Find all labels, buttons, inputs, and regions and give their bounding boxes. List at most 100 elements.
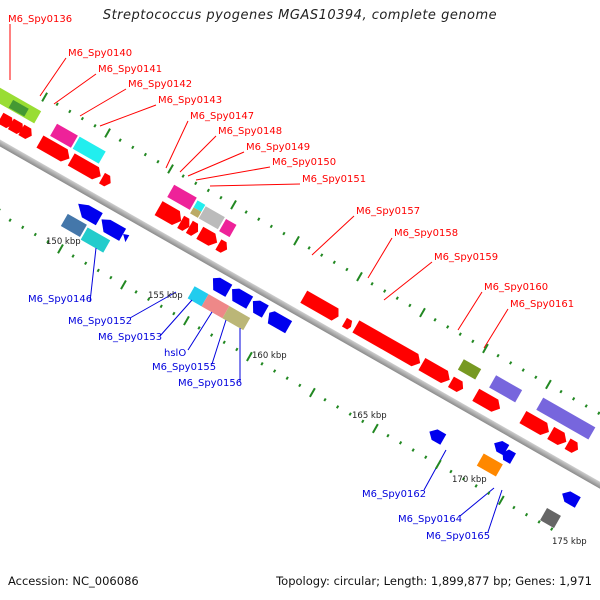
- gene-label[interactable]: M6_Spy0142: [128, 79, 192, 90]
- gene-arrow[interactable]: [0, 112, 16, 130]
- gene-label[interactable]: M6_Spy0160: [484, 282, 548, 293]
- minor-tick: [219, 195, 223, 200]
- gene-M6_Spy0143[interactable]: [67, 153, 104, 182]
- gene-arrow[interactable]: [341, 317, 354, 331]
- gene-purple[interactable]: [489, 375, 523, 403]
- gene-label[interactable]: hslO: [164, 348, 186, 359]
- gene-M6_Spy0148[interactable]: [193, 200, 206, 212]
- major-tick: [57, 244, 64, 254]
- minor-tick: [597, 411, 600, 415]
- gene-label[interactable]: M6_Spy0155: [152, 362, 216, 373]
- gene-label[interactable]: M6_Spy0152: [68, 316, 132, 327]
- gene-arrow[interactable]: [18, 124, 34, 141]
- minor-tick: [269, 224, 273, 229]
- gene-arrow[interactable]: [99, 172, 114, 188]
- gene-orange[interactable]: [476, 453, 503, 477]
- gene-M6_Spy0140[interactable]: [50, 123, 78, 148]
- gene-label[interactable]: M6_Spy0141: [98, 64, 162, 75]
- major-tick: [120, 279, 127, 290]
- minor-tick: [345, 267, 349, 272]
- leader-line: [195, 166, 271, 181]
- gene-arrow[interactable]: [73, 200, 103, 226]
- gene-M6_Spy0165[interactable]: [500, 447, 516, 464]
- gene-arrow[interactable]: [447, 376, 466, 394]
- gene-M6_Spy0158[interactable]: [352, 320, 423, 369]
- gene-gray[interactable]: [540, 507, 561, 529]
- minor-tick: [512, 505, 516, 510]
- gene-label[interactable]: M6_Spy0157: [356, 206, 420, 217]
- gene-label[interactable]: M6_Spy0158: [394, 228, 458, 239]
- scale-label: 175 kbp: [552, 537, 587, 547]
- gene-arrow[interactable]: [196, 226, 220, 249]
- gene-M6_Spy0162[interactable]: [426, 426, 447, 445]
- gene-label[interactable]: M6_Spy0165: [426, 531, 490, 542]
- minor-tick: [408, 303, 412, 308]
- gene-M6_Spy0160[interactable]: [457, 359, 482, 380]
- gene-M6_Spy0150[interactable]: [198, 206, 225, 230]
- gene-label[interactable]: M6_Spy0164: [398, 514, 462, 525]
- major-tick: [230, 199, 237, 210]
- minor-tick: [320, 253, 324, 257]
- gene-M6_Spy0159[interactable]: [418, 357, 453, 386]
- gene-arrow[interactable]: [177, 215, 193, 233]
- gene-label[interactable]: M6_Spy0149: [246, 142, 310, 153]
- minor-tick: [46, 239, 50, 244]
- gene-label[interactable]: M6_Spy0136: [8, 14, 72, 25]
- gene-M6_Spy0153[interactable]: [201, 294, 230, 319]
- gene-M6_Spy0151[interactable]: [219, 218, 237, 238]
- minor-tick: [93, 124, 97, 128]
- minor-tick: [55, 102, 59, 107]
- gene-label[interactable]: M6_Spy0156: [178, 378, 242, 389]
- map-title: Streptococcus pyogenes MGAS10394, comple…: [102, 8, 498, 23]
- gene-arrow[interactable]: [185, 220, 202, 238]
- gene-M6_Spy0146b[interactable]: [80, 227, 111, 253]
- gene-arrow[interactable]: [264, 309, 293, 334]
- gene-arrow[interactable]: [97, 216, 127, 241]
- gene-M6_Spy0149[interactable]: [190, 207, 202, 218]
- minor-tick: [156, 159, 160, 164]
- gene-label[interactable]: M6_Spy0162: [362, 489, 426, 500]
- gene-purple[interactable]: [536, 397, 596, 440]
- gene-M6_Spy0147[interactable]: [167, 184, 197, 210]
- gene-arrow[interactable]: [564, 438, 581, 455]
- major-tick: [309, 387, 316, 398]
- gene-label[interactable]: M6_Spy0150: [272, 157, 336, 168]
- gene-arrow[interactable]: [120, 232, 130, 243]
- minor-tick: [335, 405, 340, 409]
- gene-arrow[interactable]: [519, 410, 552, 438]
- gene-arrow[interactable]: [547, 426, 570, 448]
- minor-tick: [68, 109, 72, 114]
- leader-line: [39, 57, 67, 97]
- gene-M6_Spy0146[interactable]: [60, 213, 87, 237]
- gene-label[interactable]: M6_Spy0147: [190, 111, 254, 122]
- gene-arrow[interactable]: [559, 488, 581, 508]
- minor-tick: [206, 188, 210, 193]
- gene-label[interactable]: M6_Spy0148: [218, 126, 282, 137]
- gene-M6_Spy0141[interactable]: [72, 136, 106, 164]
- gene-M6_Spy0157[interactable]: [300, 290, 342, 323]
- gene-hslO[interactable]: [222, 306, 251, 331]
- gene-label[interactable]: M6_Spy0153: [98, 332, 162, 343]
- gene-M6_Spy0142[interactable]: [36, 135, 72, 165]
- gene-arrow[interactable]: [7, 118, 26, 136]
- gene-arrow[interactable]: [248, 298, 269, 318]
- forward-label-leaders: [9, 24, 509, 349]
- gene-arrow[interactable]: [215, 239, 230, 254]
- gene-label[interactable]: M6_Spy0159: [434, 252, 498, 263]
- minor-tick: [348, 412, 352, 416]
- gene-arrow[interactable]: [154, 201, 186, 228]
- gene-label[interactable]: M6_Spy0161: [510, 299, 574, 310]
- minor-tick: [370, 282, 374, 286]
- gene-M6_Spy0161[interactable]: [472, 388, 503, 415]
- gene-label[interactable]: M6_Spy0146: [28, 294, 92, 305]
- gene-arrow[interactable]: [227, 286, 254, 309]
- gene-label[interactable]: M6_Spy0151: [302, 174, 366, 185]
- gene-M6_Spy0164[interactable]: [491, 438, 510, 456]
- gene-label[interactable]: M6_Spy0140: [68, 48, 132, 59]
- gene-arrow[interactable]: [208, 275, 233, 297]
- gene-M6_Spy0152[interactable]: [187, 286, 209, 307]
- gene-label[interactable]: M6_Spy0143: [158, 95, 222, 106]
- scale-ticks: [0, 92, 600, 531]
